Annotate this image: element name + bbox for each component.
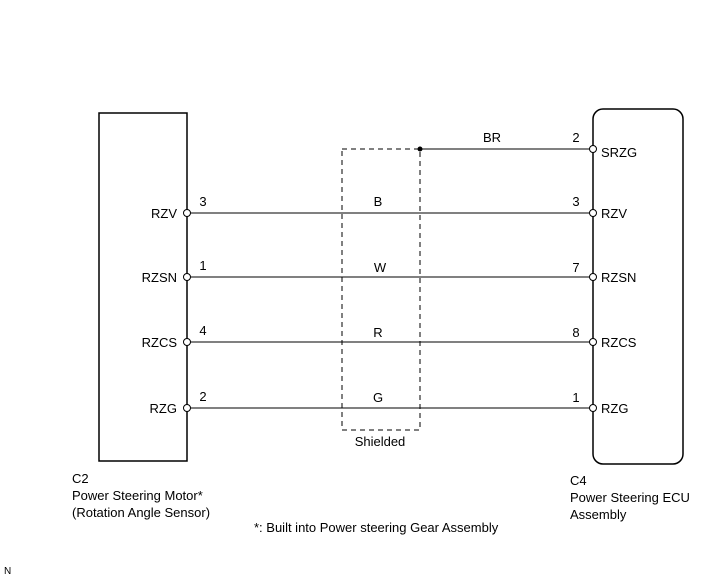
motor-terminal-rzv: [183, 209, 191, 217]
ecu-pin-number-srzg: 2: [572, 130, 579, 145]
motor-pin-number-rzv: 3: [199, 194, 206, 209]
ecu-pin-name-srzg: SRZG: [601, 145, 637, 160]
shield-outline: [341, 148, 421, 431]
motor-name-line-2: (Rotation Angle Sensor): [72, 505, 211, 520]
ecu-pin-name-rzg: RZG: [601, 401, 628, 416]
motor-pin-number-rzsn: 1: [199, 258, 206, 273]
motor-terminal-rzsn: [183, 273, 191, 281]
wire-color-b: B: [374, 194, 383, 209]
ecu-pin-number-rzcs: 8: [572, 325, 579, 340]
motor-terminal-rzcs: [183, 338, 191, 346]
ecu-name-line-1: Power Steering ECU: [570, 490, 690, 505]
motor-connector-code: C2: [72, 471, 89, 486]
motor-pin-name-rzv: RZV: [151, 206, 177, 221]
motor-pin-number-rzcs: 4: [199, 323, 206, 338]
corner-mark: N: [4, 566, 12, 577]
power-steering-motor-box: [98, 112, 188, 462]
power-steering-ecu-box: [592, 108, 684, 465]
wire-color-r: R: [373, 325, 382, 340]
wire-color-br: BR: [483, 130, 501, 145]
ecu-terminal-rzv: [589, 209, 597, 217]
ecu-pin-name-rzv: RZV: [601, 206, 627, 221]
motor-caption: C2 Power Steering Motor* (Rotation Angle…: [72, 470, 210, 521]
ecu-pin-name-rzsn: RZSN: [601, 270, 636, 285]
motor-name-line-1: Power Steering Motor*: [72, 488, 203, 503]
ecu-terminal-rzsn: [589, 273, 597, 281]
ecu-pin-number-rzv: 3: [572, 194, 579, 209]
ecu-terminal-srzg: [589, 145, 597, 153]
ecu-terminal-rzcs: [589, 338, 597, 346]
shield-label: Shielded: [355, 434, 406, 449]
footnote: *: Built into Power steering Gear Assemb…: [254, 520, 499, 535]
motor-pin-name-rzg: RZG: [150, 401, 177, 416]
motor-pin-name-rzcs: RZCS: [142, 335, 178, 350]
ecu-pin-number-rzg: 1: [572, 390, 579, 405]
ecu-caption: C4 Power Steering ECU Assembly: [570, 472, 690, 523]
wire-color-g: G: [373, 390, 383, 405]
wire-color-w: W: [374, 260, 387, 275]
ecu-name-line-2: Assembly: [570, 507, 627, 522]
ecu-connector-code: C4: [570, 473, 587, 488]
motor-pin-name-rzsn: RZSN: [142, 270, 177, 285]
ecu-pin-name-rzcs: RZCS: [601, 335, 637, 350]
ecu-terminal-rzg: [589, 404, 597, 412]
ecu-pin-number-rzsn: 7: [572, 260, 579, 275]
motor-terminal-rzg: [183, 404, 191, 412]
motor-pin-number-rzg: 2: [199, 389, 206, 404]
